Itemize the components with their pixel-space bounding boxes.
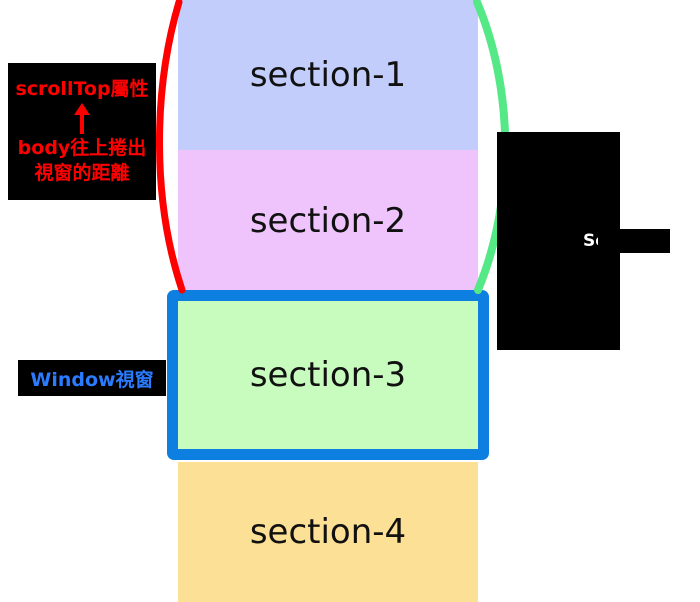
- window-viewport-frame: section-3: [167, 290, 489, 460]
- section-label-2: section-2: [249, 200, 407, 241]
- scrolltop-desc-line1: body往上捲出: [17, 137, 147, 159]
- section-label-3: section-3: [249, 355, 407, 395]
- scrolltop-heading: scrollTop屬性: [15, 78, 149, 100]
- section-block-3: section-3: [178, 301, 478, 449]
- right-scroll-callout: Sc: [497, 132, 670, 350]
- up-arrow-icon: [8, 102, 156, 136]
- window-viewport-callout: Window視窗: [18, 360, 166, 396]
- scrolltop-desc-line2: 視窗的距離: [34, 162, 130, 184]
- redaction-bar: [598, 229, 670, 253]
- scrolltop-callout: scrollTop屬性 body往上捲出 視窗的距離: [8, 63, 156, 200]
- section-block-1: section-1: [178, 0, 478, 150]
- redaction-strip: [123, 228, 161, 245]
- section-block-2: section-2: [178, 150, 478, 291]
- section-label-1: section-1: [249, 55, 407, 95]
- section-label-4: section-4: [249, 512, 407, 552]
- section-block-4: section-4: [178, 462, 478, 602]
- window-viewport-label: Window視窗: [30, 368, 154, 391]
